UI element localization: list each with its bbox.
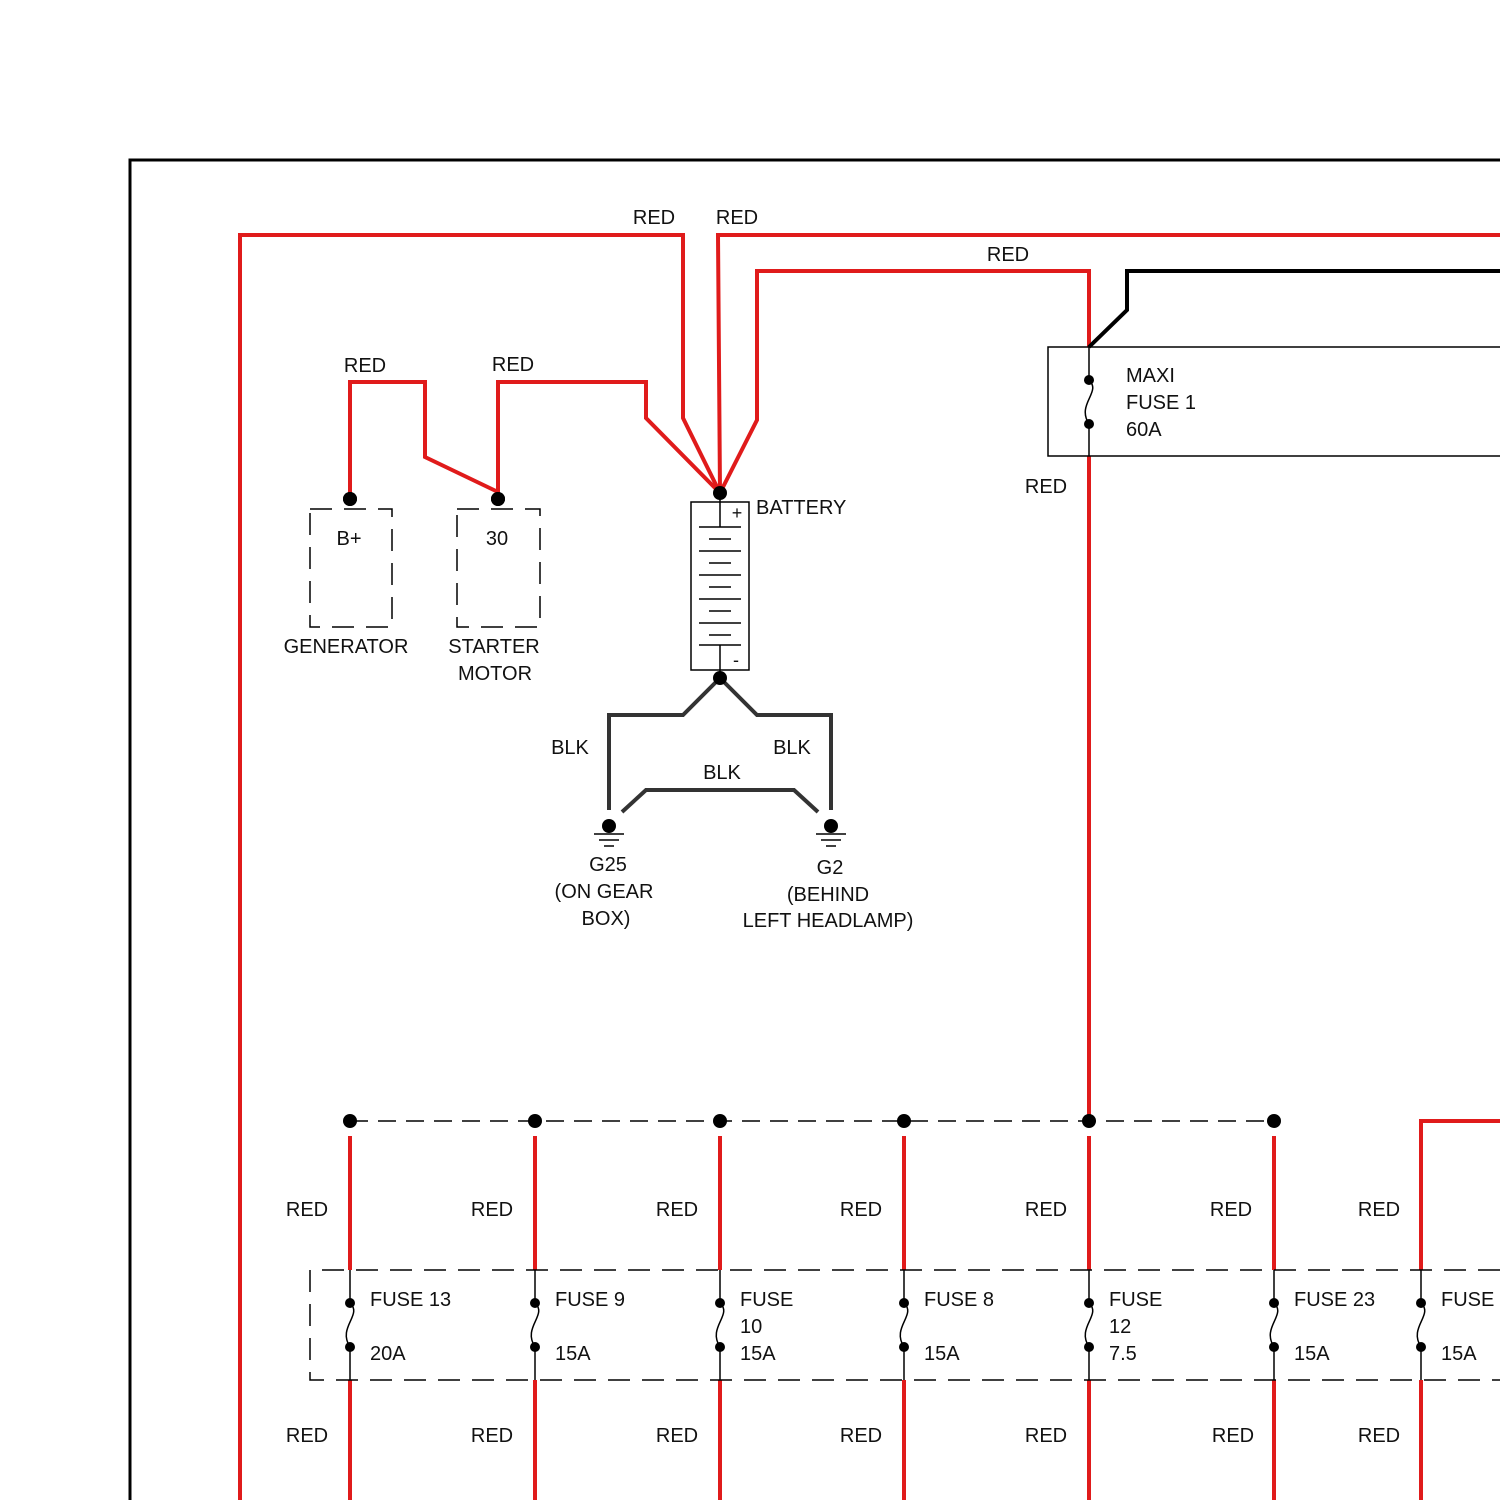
fuse-terminal-top xyxy=(1269,1298,1279,1308)
wire-label: RED xyxy=(286,1199,328,1221)
splice-dot xyxy=(343,1114,357,1128)
fuse-rating-label: 15A xyxy=(1294,1343,1330,1365)
ground-g2-label-line3: LEFT HEADLAMP) xyxy=(743,910,914,932)
fuse-name-label-line2: 12 xyxy=(1109,1316,1131,1338)
fuse-terminal-bottom xyxy=(899,1342,909,1352)
fuse-name-label: FUSE xyxy=(740,1289,793,1311)
battery-minus-sign: - xyxy=(733,650,739,670)
fuse-terminal-top xyxy=(345,1298,355,1308)
battery-positive-terminal xyxy=(713,486,727,500)
fuse-name-label: FUSE 13 xyxy=(370,1289,451,1311)
battery-label: BATTERY xyxy=(756,497,846,519)
starter-terminal-label: 30 xyxy=(486,528,508,550)
fuse-name-label: FUSE 23 xyxy=(1294,1289,1375,1311)
wire-label: RED xyxy=(1025,1199,1067,1221)
fuse-terminal-top xyxy=(899,1298,909,1308)
fuse-name-label-line2: 10 xyxy=(740,1316,762,1338)
fuse-rating-label: 20A xyxy=(370,1343,406,1365)
splice-dot xyxy=(897,1114,911,1128)
wire-label: BLK xyxy=(551,737,589,759)
wire-label: RED xyxy=(1025,1425,1067,1447)
wire-label: RED xyxy=(1025,476,1067,498)
maxi-fuse-label-line2: FUSE 1 xyxy=(1126,392,1196,414)
wire-label: RED xyxy=(471,1425,513,1447)
fuse-rating-label: 15A xyxy=(924,1343,960,1365)
wire-label: RED xyxy=(840,1425,882,1447)
wire-label: RED xyxy=(633,207,675,229)
starter-terminal-dot xyxy=(491,492,505,506)
fuse-name-label: FUSE xyxy=(1441,1289,1494,1311)
generator-terminal-label: B+ xyxy=(336,528,361,550)
fuse-terminal-bottom xyxy=(715,1342,725,1352)
wire-label: RED xyxy=(1358,1199,1400,1221)
ground-g2-dot xyxy=(824,819,838,833)
fuse-terminal-bottom xyxy=(345,1342,355,1352)
fuse-rating-label: 15A xyxy=(555,1343,591,1365)
generator-terminal-dot xyxy=(343,492,357,506)
wire-label: RED xyxy=(656,1199,698,1221)
fuse-terminal-bottom xyxy=(1269,1342,1279,1352)
fuse-name-label: FUSE 9 xyxy=(555,1289,625,1311)
wire-label: RED xyxy=(987,244,1029,266)
wire-label: RED xyxy=(492,354,534,376)
splice-dot xyxy=(528,1114,542,1128)
starter-label-line1: STARTER xyxy=(448,636,540,658)
battery-plus-sign: + xyxy=(732,503,743,523)
fuse-terminal-bottom xyxy=(1416,1342,1426,1352)
wire-label: BLK xyxy=(773,737,811,759)
fuse-name-label: FUSE xyxy=(1109,1289,1162,1311)
maxi-fuse-terminal-top xyxy=(1084,375,1094,385)
starter-label-line2: MOTOR xyxy=(458,663,532,685)
wire-label: RED xyxy=(286,1425,328,1447)
wire-label: RED xyxy=(344,355,386,377)
wire-label: RED xyxy=(716,207,758,229)
wire-label: RED xyxy=(1358,1425,1400,1447)
ground-g2-label-line2: (BEHIND xyxy=(787,884,869,906)
wire-label: RED xyxy=(656,1425,698,1447)
fuse-terminal-top xyxy=(530,1298,540,1308)
maxi-fuse-label-line1: MAXI xyxy=(1126,365,1175,387)
ground-g25-label-line1: G25 xyxy=(589,854,627,876)
fuse-rating-label: 15A xyxy=(1441,1343,1477,1365)
fuse-terminal-bottom xyxy=(1084,1342,1094,1352)
battery-negative-terminal xyxy=(713,671,727,685)
ground-g25-label-line3: BOX) xyxy=(582,908,631,930)
fuse-terminal-top xyxy=(1416,1298,1426,1308)
fuse-terminal-bottom xyxy=(530,1342,540,1352)
ground-g25-label-line2: (ON GEAR xyxy=(555,881,654,903)
wire-label: RED xyxy=(1212,1425,1254,1447)
ground-g2-label-line1: G2 xyxy=(817,857,844,879)
fuse-terminal-top xyxy=(715,1298,725,1308)
ground-g25-dot xyxy=(602,819,616,833)
fuse-terminal-top xyxy=(1084,1298,1094,1308)
splice-dot xyxy=(713,1114,727,1128)
splice-dot xyxy=(1082,1114,1096,1128)
fuse-name-label: FUSE 8 xyxy=(924,1289,994,1311)
fuse-rating-label: 7.5 xyxy=(1109,1343,1137,1365)
maxi-fuse-terminal-bottom xyxy=(1084,419,1094,429)
splice-dot xyxy=(1267,1114,1281,1128)
fuse-rating-label: 15A xyxy=(740,1343,776,1365)
maxi-fuse-label-line3: 60A xyxy=(1126,419,1162,441)
wire-label: BLK xyxy=(703,762,741,784)
wire-label: RED xyxy=(840,1199,882,1221)
wire-label: RED xyxy=(1210,1199,1252,1221)
wire-label: RED xyxy=(471,1199,513,1221)
generator-label: GENERATOR xyxy=(284,636,409,658)
